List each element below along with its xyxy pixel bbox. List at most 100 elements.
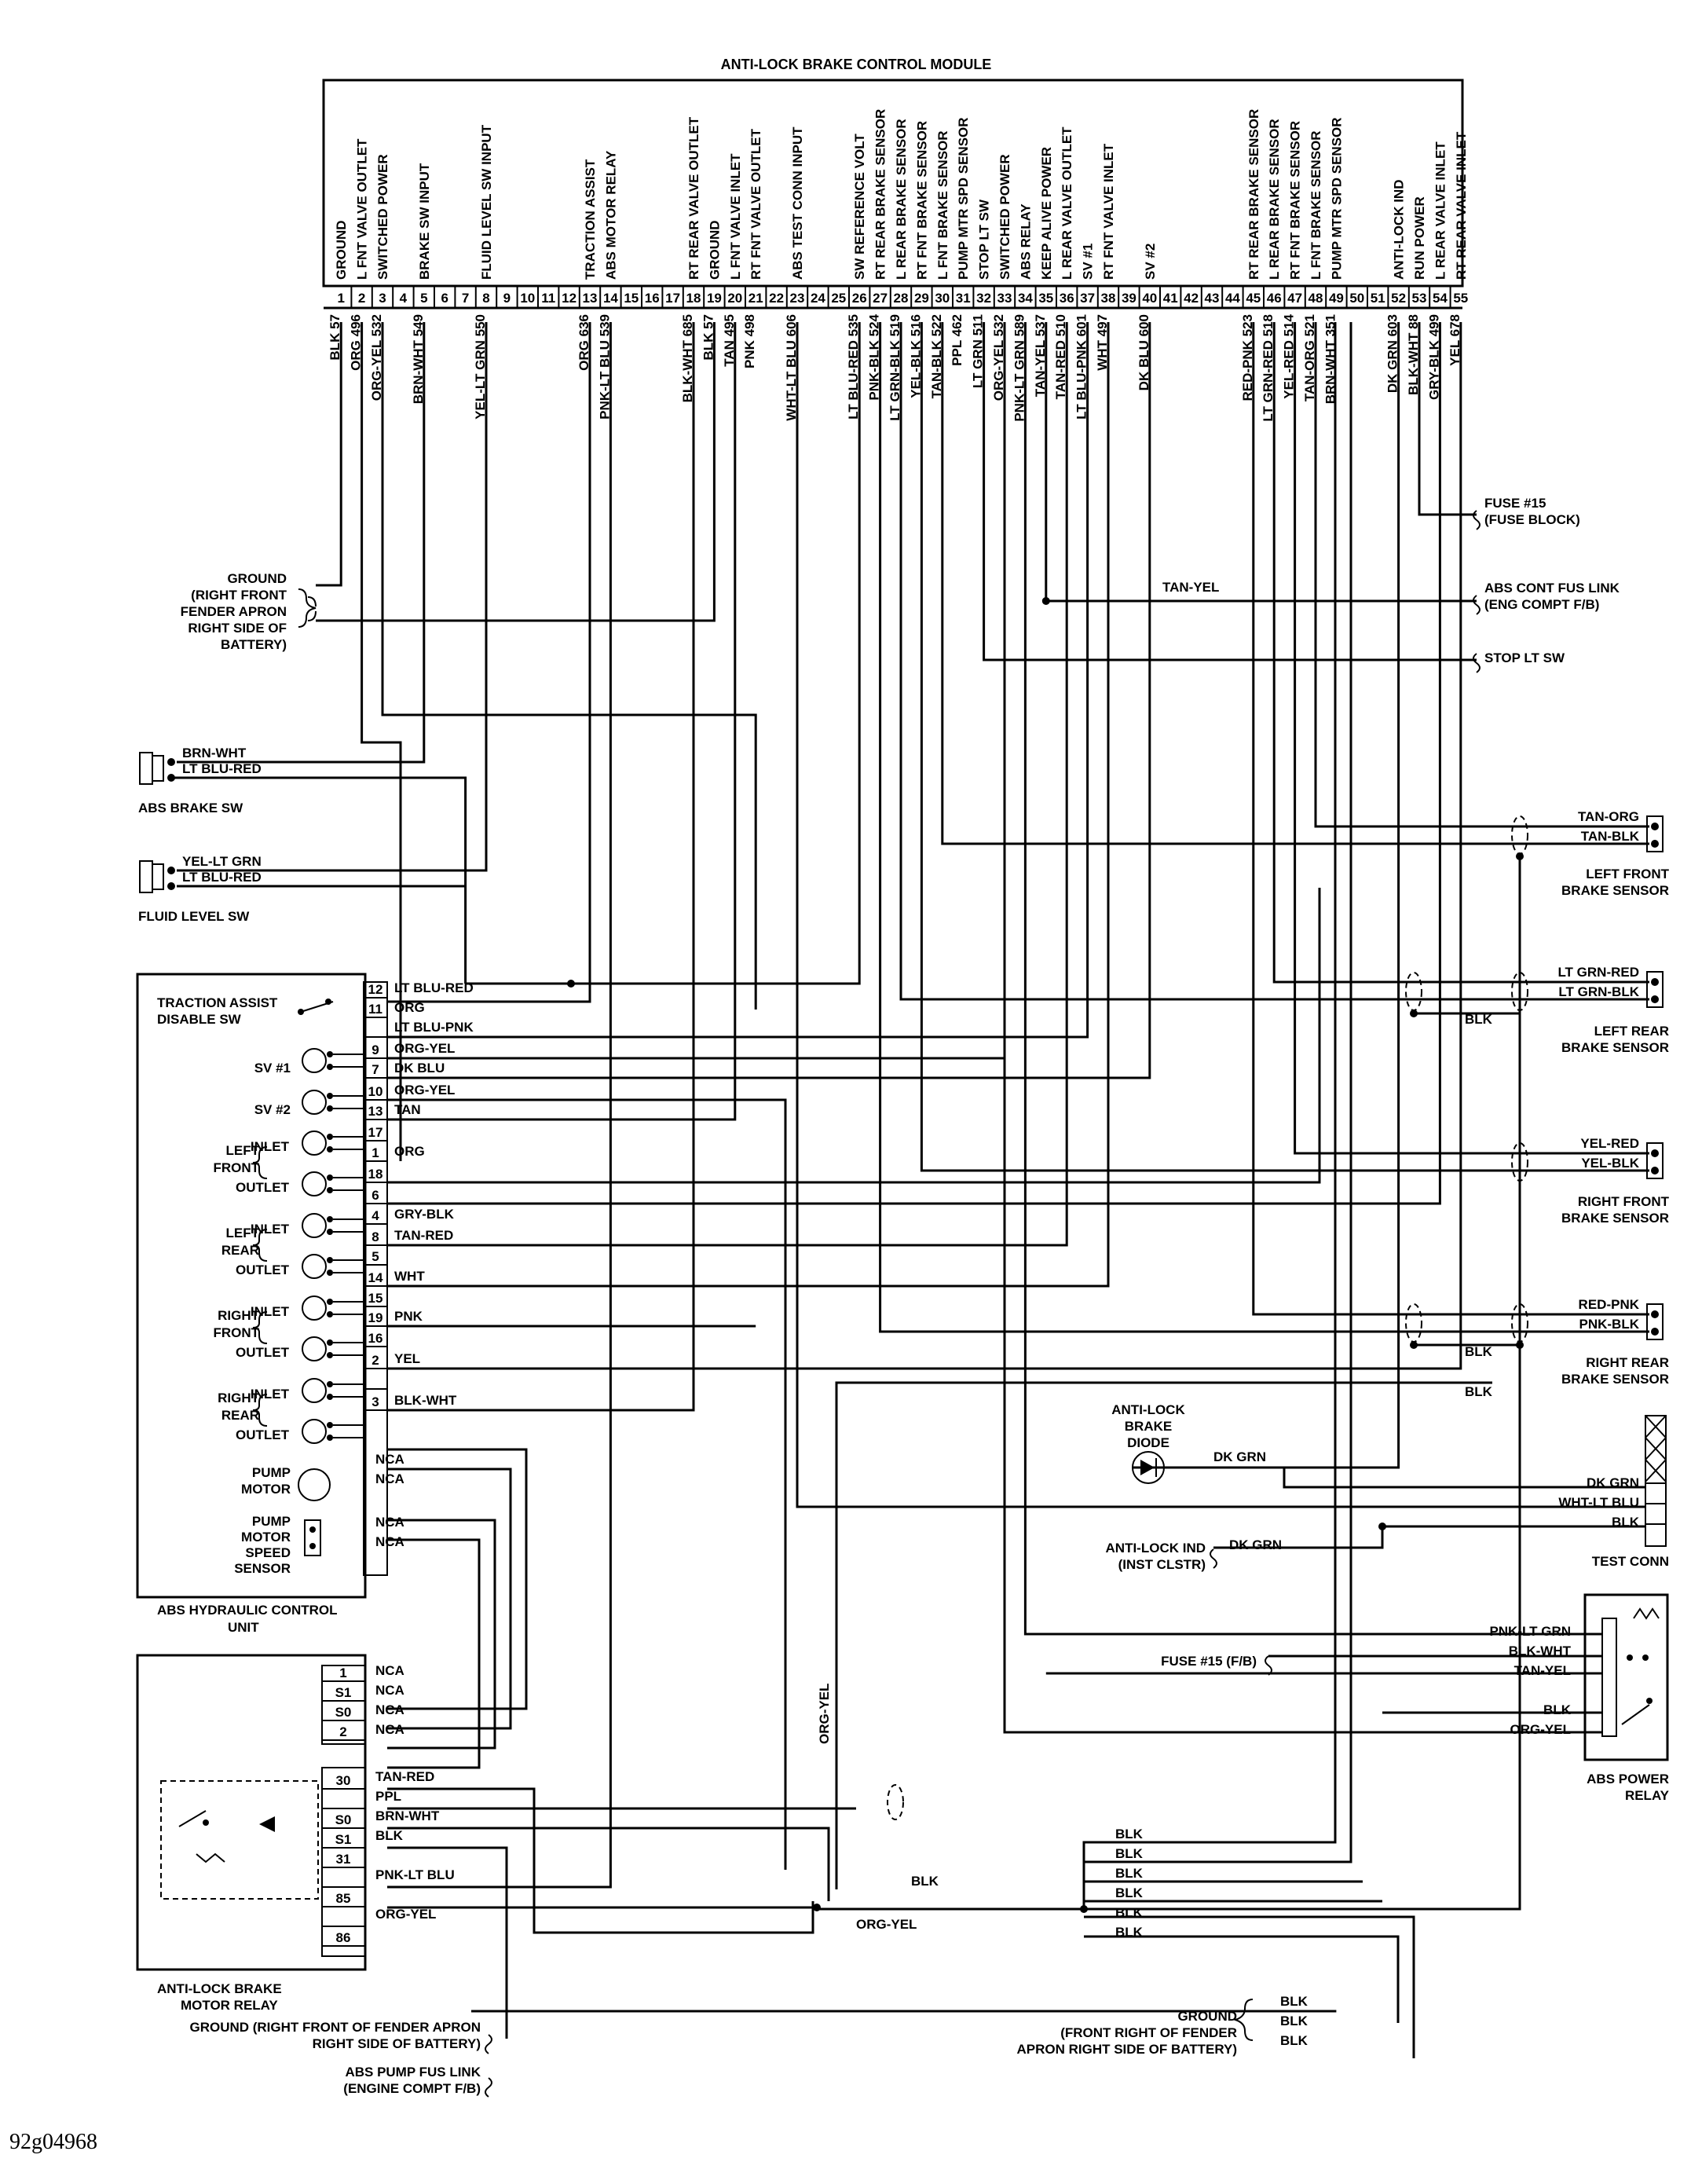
wire-trace bbox=[387, 888, 1321, 1184]
test-conn-label: TEST CONN bbox=[1592, 1554, 1669, 1569]
lf-sensor-icon bbox=[1646, 815, 1664, 852]
module-pin-number: 50 bbox=[1349, 291, 1364, 306]
splice-dot bbox=[1410, 1341, 1418, 1349]
lf-outlet-label: OUTLET bbox=[236, 1180, 290, 1195]
module-pin-wire: ORG 496 bbox=[349, 314, 364, 371]
module-pin-function: PUMP MTR SPD SENSOR bbox=[1329, 117, 1344, 280]
wire-trace bbox=[177, 322, 426, 764]
right-front-brake-sensor: YEL-RED YEL-BLK RIGHT FRONT BRAKE SENSOR bbox=[1511, 1136, 1670, 1226]
abs-brake-sw-label: ABS BRAKE SW bbox=[138, 801, 243, 815]
module-pin-number: 18 bbox=[686, 291, 701, 306]
module-pin-number: 24 bbox=[811, 291, 825, 306]
pump-sensor-icon bbox=[304, 1519, 321, 1556]
hcu-pin-number: 7 bbox=[372, 1062, 379, 1077]
power-relay-box bbox=[1583, 1593, 1669, 1761]
figure-ref: 92g04968 bbox=[9, 2130, 97, 2154]
anti-lock-ind-wire-label: DK GRN bbox=[1229, 1537, 1282, 1552]
module-pin-function: L FNT VALVE INLET bbox=[728, 153, 743, 280]
traction-label-2: DISABLE SW bbox=[157, 1012, 242, 1027]
wire-trace bbox=[1023, 322, 1602, 1636]
module-pin-wire: LT GRN 511 bbox=[971, 314, 986, 388]
blk-bus-3: BLK bbox=[1115, 1866, 1144, 1881]
module-pin-wire: PNK-LT BLU 539 bbox=[597, 314, 612, 420]
pump-fus-link-label-1: ABS PUMP FUS LINK bbox=[345, 2065, 481, 2080]
module-pin-wire: ORG-YEL 532 bbox=[369, 314, 384, 401]
wire-trace bbox=[361, 322, 402, 1161]
module-title: ANTI-LOCK BRAKE CONTROL MODULE bbox=[721, 57, 992, 72]
brake-sw-wire-1: BRN-WHT bbox=[182, 746, 247, 760]
module-pin-number: 32 bbox=[976, 291, 991, 306]
module-pin-number: 14 bbox=[603, 291, 618, 306]
relay-top-pin: 2 bbox=[339, 1724, 346, 1739]
module-pin-wire: LT BLU-RED 535 bbox=[846, 314, 861, 420]
wire-trace bbox=[1164, 1466, 1645, 1489]
solenoid-icon bbox=[302, 1295, 327, 1321]
wire-trace bbox=[387, 1519, 496, 1750]
rr-sensor-wire-1: RED-PNK bbox=[1579, 1297, 1640, 1312]
relay-pin-wire: PPL bbox=[375, 1789, 401, 1804]
wire-trace bbox=[387, 1448, 528, 1710]
power-relay-contact-icon bbox=[1621, 1704, 1650, 1725]
power-relay-wire-4: BLK bbox=[1543, 1702, 1572, 1717]
abs-cont-fus-label-2: (ENG COMPT F/B) bbox=[1484, 597, 1599, 612]
ground-bottom-wire-3: BLK bbox=[1280, 2033, 1309, 2048]
module-pin-number: 36 bbox=[1060, 291, 1074, 306]
right-front-label-1: RIGHT bbox=[218, 1308, 260, 1323]
module-pin-wire: DK BLU 600 bbox=[1136, 314, 1151, 390]
wire-trace bbox=[387, 322, 1068, 1247]
fuse15-fb-label: FUSE #15 (F/B) bbox=[1161, 1654, 1257, 1669]
pump-motor-icon bbox=[298, 1468, 331, 1501]
ground-top-label-5: BATTERY) bbox=[221, 637, 287, 652]
module-pin-number: 12 bbox=[562, 291, 576, 306]
module-pin-function: L REAR BRAKE SENSOR bbox=[1267, 119, 1282, 280]
pump-sensor-label-3: SPEED bbox=[245, 1545, 291, 1560]
wire-trace bbox=[817, 322, 1337, 1911]
motor-relay-box bbox=[136, 1654, 367, 1971]
wire-trace bbox=[1294, 322, 1649, 1155]
splice-dot bbox=[1516, 1341, 1524, 1349]
right-rear-label-2: REAR bbox=[221, 1408, 259, 1423]
rr-shield-label-2: BLK bbox=[1465, 1384, 1493, 1399]
ground-relay-label-1: GROUND (RIGHT FRONT OF FENDER APRON bbox=[189, 2020, 481, 2035]
module-pin-function: RT FNT VALVE INLET bbox=[1101, 143, 1116, 280]
wire-trace bbox=[387, 322, 1151, 1079]
diode-label-3: DIODE bbox=[1127, 1435, 1169, 1450]
fuse15-label-1: FUSE #15 bbox=[1484, 496, 1546, 511]
solenoid-icon bbox=[302, 1378, 327, 1403]
shield-icon bbox=[887, 1784, 904, 1820]
blk-bus-1: BLK bbox=[1115, 1827, 1144, 1841]
ground-top-label-2: (RIGHT FRONT bbox=[191, 588, 287, 603]
module-pin-number: 17 bbox=[665, 291, 680, 306]
module-pin-wire: YEL-BLK 516 bbox=[908, 314, 923, 398]
module-pin-wire: PNK-LT GRN 589 bbox=[1012, 314, 1027, 422]
module-pin-number: 31 bbox=[956, 291, 971, 306]
traction-label-1: TRACTION ASSIST bbox=[157, 995, 278, 1010]
solenoid-icon bbox=[302, 1171, 327, 1196]
wire-trace bbox=[316, 322, 716, 622]
module-pin-number: 20 bbox=[727, 291, 742, 306]
wire-trace bbox=[1084, 856, 1521, 1911]
module-pin-number: 8 bbox=[482, 291, 489, 306]
hcu-pin-number: 1 bbox=[372, 1145, 379, 1160]
wire-trace bbox=[1084, 322, 1352, 1863]
diode-label-1: ANTI-LOCK bbox=[1111, 1402, 1185, 1417]
module-pin-number: 25 bbox=[831, 291, 846, 306]
module-pin-function: KEEP ALIVE POWER bbox=[1039, 147, 1054, 280]
hcu-pin-wire: ORG-YEL bbox=[394, 1083, 455, 1097]
relay-coil-box bbox=[160, 1780, 319, 1900]
module-pin-number: 19 bbox=[707, 291, 722, 306]
module-pin-wire: LT BLU-PNK 601 bbox=[1074, 314, 1089, 420]
org-yel-bottom-label: ORG-YEL bbox=[856, 1917, 917, 1932]
hcu-pin-number: 3 bbox=[372, 1394, 379, 1409]
ground-top-left: GROUND (RIGHT FRONT FENDER APRON RIGHT S… bbox=[181, 571, 317, 652]
fluid-level-sw-label: FLUID LEVEL SW bbox=[138, 909, 250, 924]
module-pin-wire: BLK 57 bbox=[328, 314, 342, 361]
relay-contact-icon bbox=[178, 1810, 207, 1827]
module-pin-function: RUN POWER bbox=[1412, 196, 1427, 280]
fluid-switch-icon bbox=[139, 860, 153, 893]
rf-sensor-wire-2: YEL-BLK bbox=[1581, 1156, 1639, 1171]
power-relay-label-2: RELAY bbox=[1625, 1788, 1670, 1803]
module-pin-number: 9 bbox=[503, 291, 511, 306]
